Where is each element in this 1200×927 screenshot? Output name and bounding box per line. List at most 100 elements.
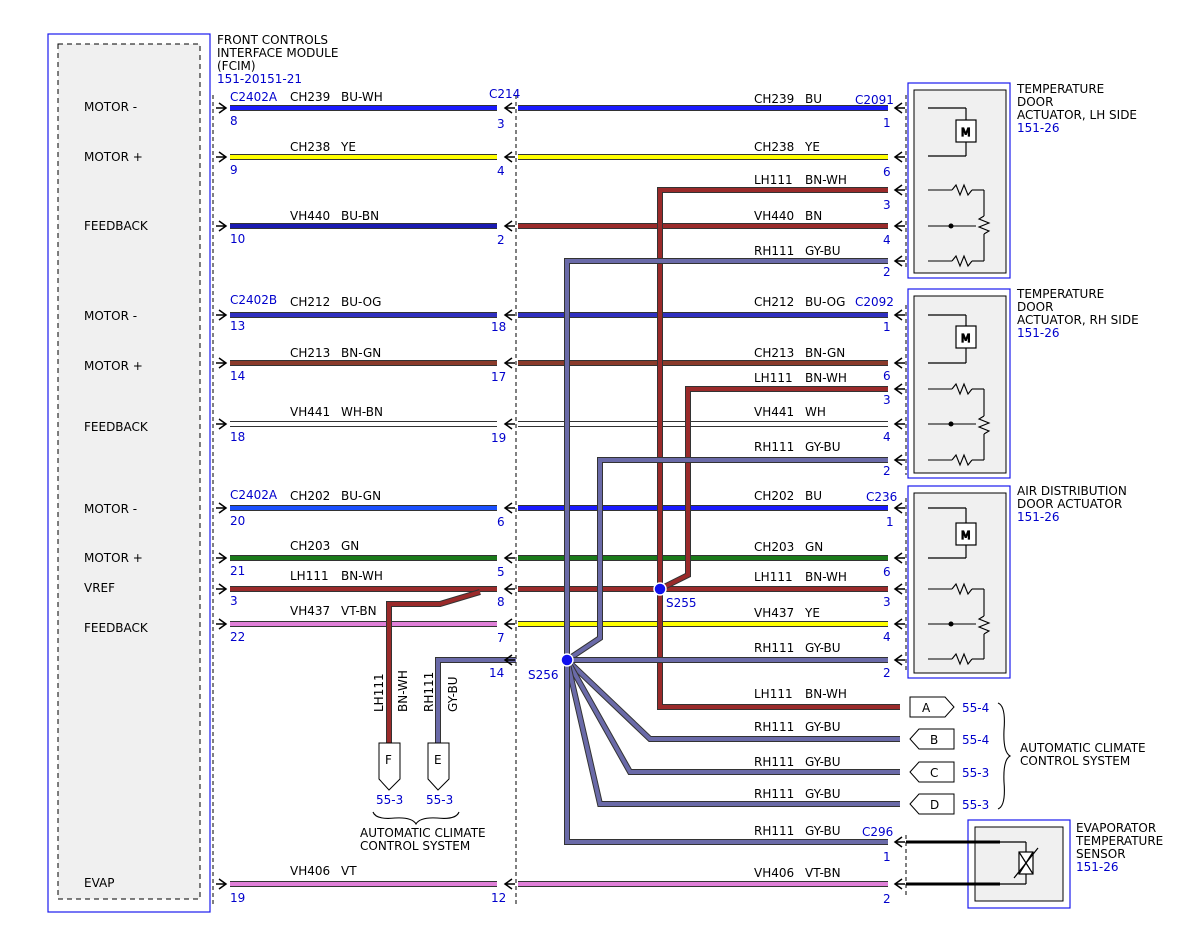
circuit-label: VH406 <box>290 864 330 878</box>
pin-label: VREF <box>84 581 115 595</box>
pin-number: 13 <box>230 319 245 333</box>
pin-label: FEEDBACK <box>84 621 149 635</box>
connector-id: C2402A <box>230 488 278 502</box>
arrow-icon <box>503 220 515 232</box>
wire-rh111 <box>565 457 888 663</box>
pin-number: 2 <box>883 666 891 680</box>
color-label: GN <box>341 539 359 553</box>
offpage-letter: B <box>930 733 938 747</box>
thermistor-icon <box>1000 841 1039 885</box>
arrow-icon <box>893 618 905 630</box>
pin-number: 1 <box>883 116 891 130</box>
circuit-label: VH437 <box>290 604 330 618</box>
pin-label: FEEDBACK <box>84 219 149 233</box>
color-label: BN-WH <box>805 687 847 701</box>
pin-number: 12 <box>491 891 506 905</box>
offpage-ref: 55-3 <box>426 793 453 807</box>
motor-icon: M <box>928 507 977 559</box>
wire-rh111 <box>564 659 900 807</box>
circuit-label: CH212 <box>290 295 330 309</box>
color-label: WH-BN <box>341 405 383 419</box>
pin-number: 7 <box>497 631 505 645</box>
evap-ref: 151-26 <box>1076 860 1119 874</box>
arrow-icon <box>503 583 515 595</box>
color-label: BU-OG <box>341 295 381 309</box>
pin-number: 4 <box>883 430 891 444</box>
fcim-pin-labels: MOTOR - MOTOR + FEEDBACK MOTOR - MOTOR +… <box>84 100 149 890</box>
circuit-label: CH202 <box>754 489 794 503</box>
color-label: BU <box>805 92 822 106</box>
pin-number: 1 <box>883 320 891 334</box>
color-label: BN-WH <box>805 570 847 584</box>
svg-text:M: M <box>961 529 971 542</box>
splice-s256: S256 <box>528 653 574 682</box>
circuit-label: CH239 <box>754 92 794 106</box>
rh-ref: 151-26 <box>1017 326 1060 340</box>
circuit-label: CH238 <box>290 140 330 154</box>
arrow-icon <box>503 552 515 564</box>
arrow-icon <box>216 583 228 595</box>
offpage-connector <box>909 728 955 750</box>
wire-rh111 <box>564 657 900 742</box>
pin-number: 14 <box>489 666 504 680</box>
pin-label: MOTOR - <box>84 100 137 114</box>
offpage-ref: 55-3 <box>962 798 989 812</box>
pin-number: 20 <box>230 514 245 528</box>
color-label: GY-BU <box>805 440 841 454</box>
offpage-connector <box>909 696 955 718</box>
color-label: BU <box>805 489 822 503</box>
circuit-label: CH213 <box>290 346 330 360</box>
lh-title-1: TEMPERATURE <box>1016 82 1104 96</box>
color-label: WH <box>805 405 826 419</box>
rh-actuator-label: TEMPERATURE DOOR ACTUATOR, RH SIDE 151-2… <box>1016 287 1139 340</box>
color-label: VT-BN <box>341 604 377 618</box>
connector-dashed-lines <box>212 95 907 905</box>
color-label: BU-WH <box>341 90 383 104</box>
wire-lh111 <box>657 589 900 710</box>
vertical-color: GY-BU <box>446 676 460 712</box>
arrow-icon <box>893 220 905 232</box>
rh-title-3: ACTUATOR, RH SIDE <box>1017 313 1139 327</box>
color-label: BN-GN <box>341 346 381 360</box>
color-label: BN-GN <box>805 346 845 360</box>
offpage-letter: D <box>930 798 939 812</box>
fcim-ref: 151-20151-21 <box>217 72 302 86</box>
pin-number: 4 <box>883 630 891 644</box>
color-label: BN-WH <box>805 173 847 187</box>
offpage-ref: 55-3 <box>962 766 989 780</box>
arrow-icon <box>893 357 905 369</box>
lh-actuator-box <box>907 82 1011 279</box>
arrow-icon <box>893 878 905 890</box>
wire-rh111-e <box>435 657 516 743</box>
vertical-circuit: LH111 <box>372 673 386 712</box>
offpage-ref: 55-4 <box>962 733 989 747</box>
color-label: GN <box>805 540 823 554</box>
evap-title-1: EVAPORATOR <box>1076 821 1156 835</box>
pin-label: FEEDBACK <box>84 420 149 434</box>
wires-layer <box>216 102 905 890</box>
offpage-ref: 55-3 <box>376 793 403 807</box>
pin-number: 5 <box>497 565 505 579</box>
air-title-2: DOOR ACTUATOR <box>1017 497 1122 511</box>
connector-id: C236 <box>866 490 897 504</box>
pin-number: 22 <box>230 630 245 644</box>
pin-number: 4 <box>883 233 891 247</box>
color-label: BU-GN <box>341 489 381 503</box>
lh-title-2: DOOR <box>1017 95 1053 109</box>
offpage-letter: A <box>922 701 931 715</box>
pin-number: 4 <box>497 164 505 178</box>
rh-title-2: DOOR <box>1017 300 1053 314</box>
arrow-icon <box>216 502 228 514</box>
pin-number: 2 <box>883 464 891 478</box>
connector-id: C296 <box>862 825 893 839</box>
acc-label-2: CONTROL SYSTEM <box>360 839 470 853</box>
arrow-icon <box>893 184 905 196</box>
wire-rh111 <box>564 258 888 660</box>
lh-title-3: ACTUATOR, LH SIDE <box>1017 108 1137 122</box>
circuit-label: LH111 <box>754 371 793 385</box>
offpage-connector <box>909 793 955 815</box>
pin-number: 1 <box>883 850 891 864</box>
circuit-label: CH203 <box>754 540 794 554</box>
offpage-letter: F <box>385 753 392 767</box>
